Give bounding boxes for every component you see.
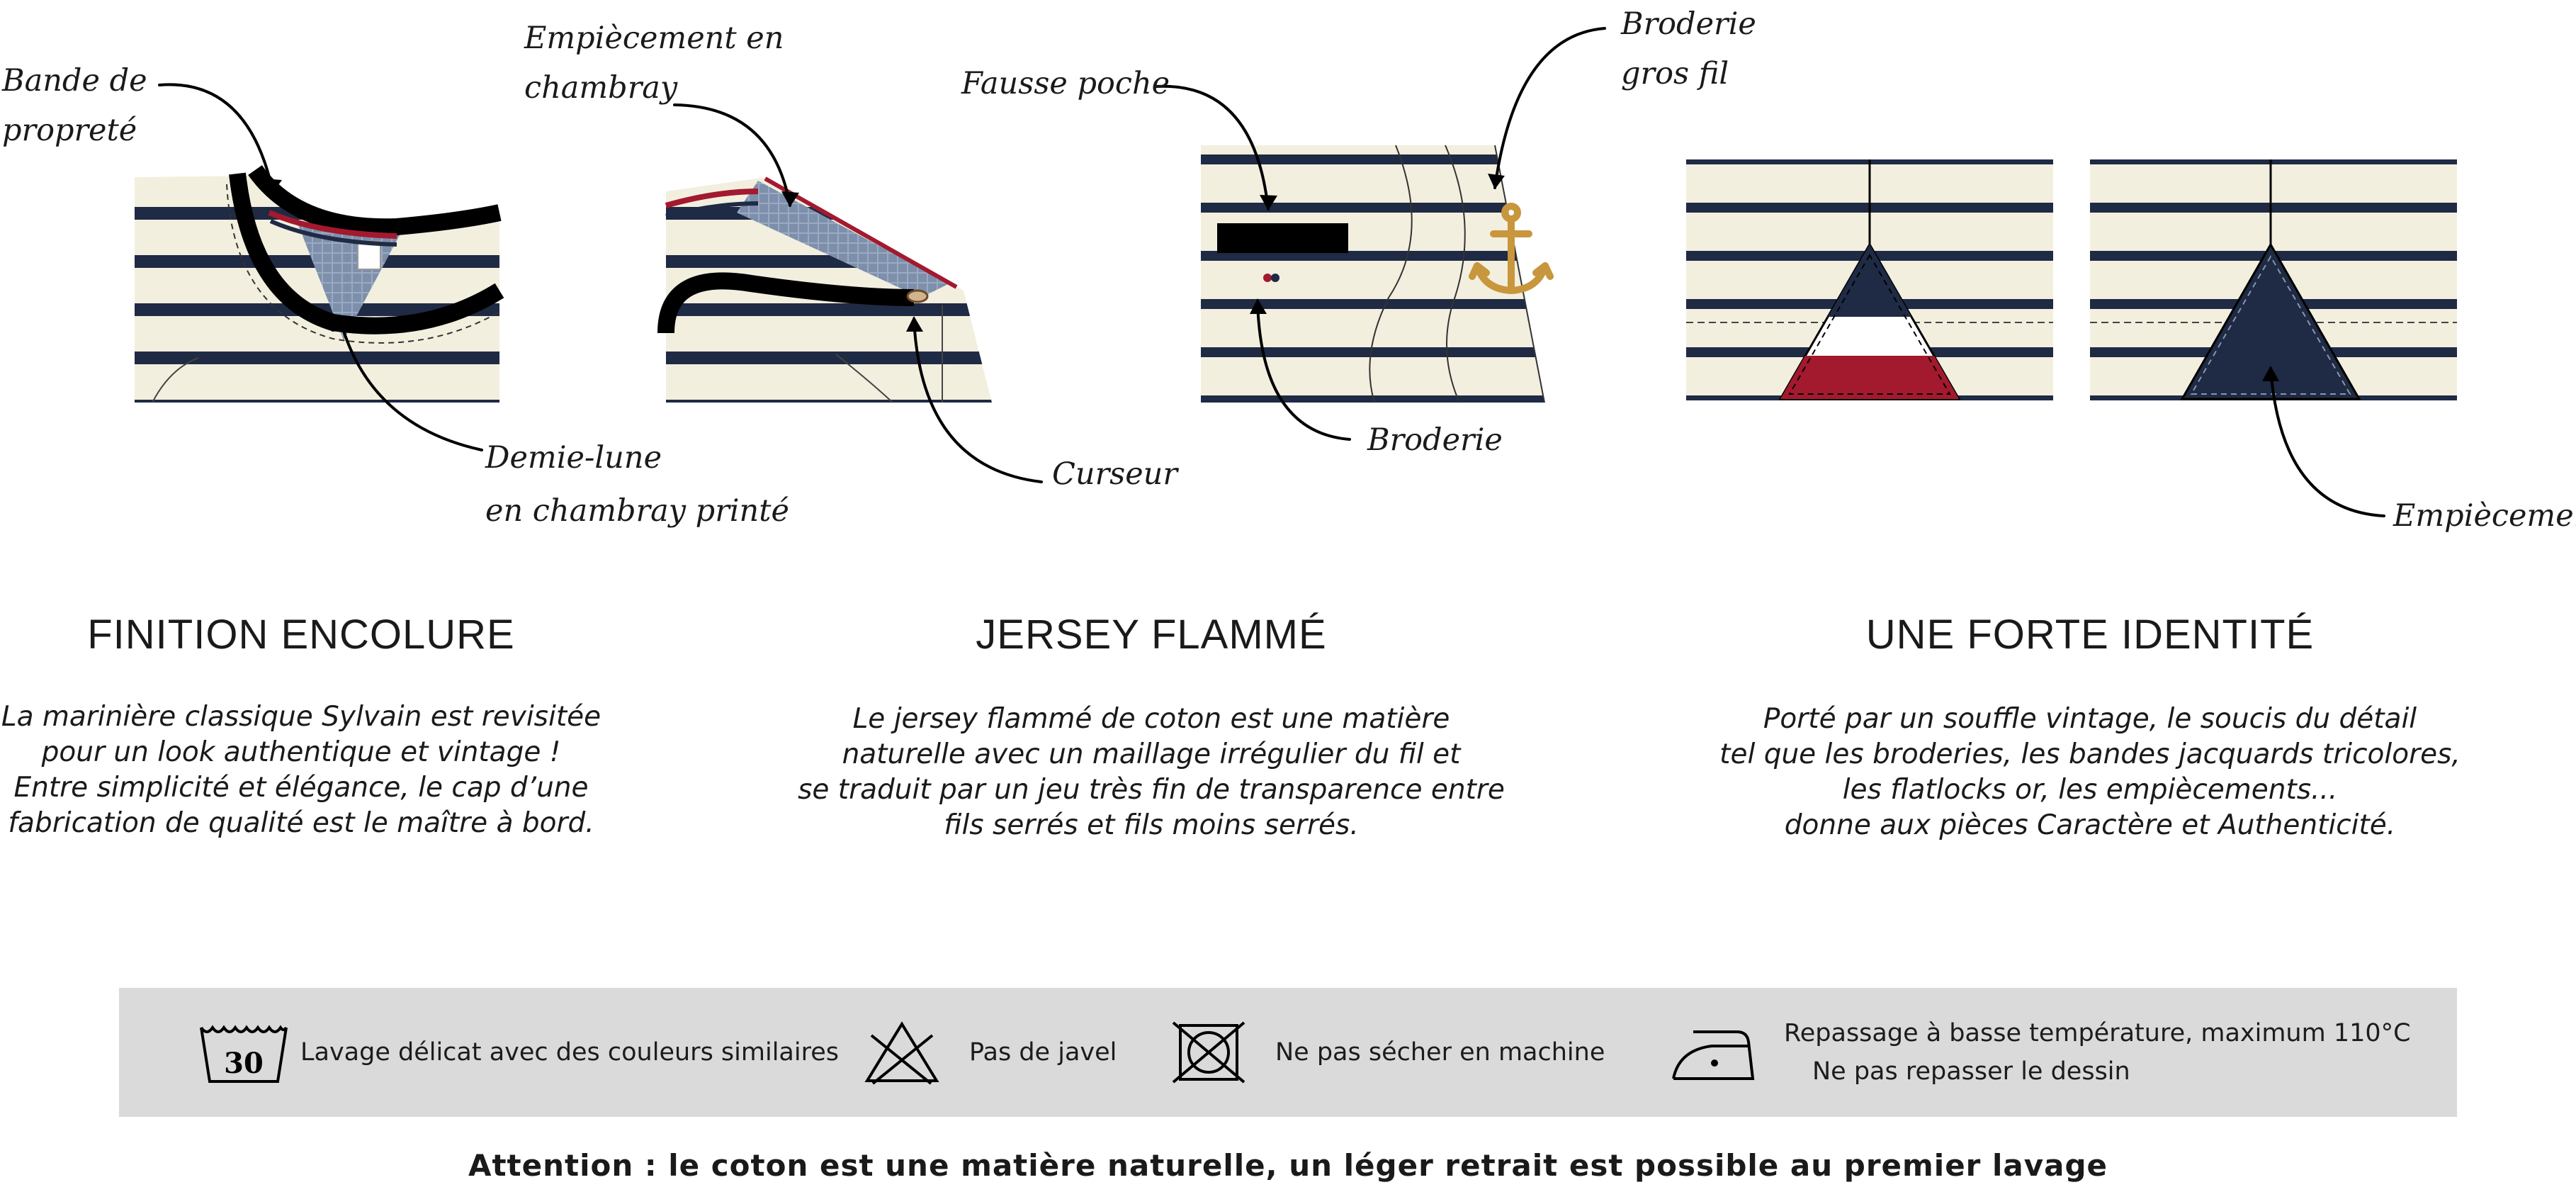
care-iron-label-1: Repassage à basse température, maximum 1… xyxy=(1784,1019,2411,1047)
description-line: pour un look authentique et vintage ! xyxy=(41,736,561,768)
description-line: tel que les broderies, les bandes jacqua… xyxy=(1719,738,2461,770)
tricolore-insert-illustration xyxy=(1686,159,2053,400)
description-line: fils serrés et fils moins serrés. xyxy=(944,809,1359,841)
section-description-forte-identite: Porté par un souffle vintage, le soucis … xyxy=(1714,702,2465,843)
section-title-finition-encolure: FINITION ENCOLURE xyxy=(87,612,515,658)
description-line: naturelle avec un maillage irrégulier du… xyxy=(842,738,1461,770)
shoulder-illustration xyxy=(657,176,992,403)
description-line: La marinière classique Sylvain est revis… xyxy=(1,701,601,733)
description-line: Porté par un souffle vintage, le soucis … xyxy=(1763,703,2417,735)
care-instructions-bar: 30 Lavage délicat avec des couleurs simi… xyxy=(119,988,2457,1117)
anchor-icon xyxy=(1469,203,1554,295)
wash-30-icon: 30 xyxy=(200,1025,288,1083)
section-description-finition-encolure: La marinière classique Sylvain est revis… xyxy=(0,699,602,841)
label-broderie-gros-fil: Broderie gros fil xyxy=(1620,6,1766,91)
care-item-dryer: Ne pas sécher en machine xyxy=(1170,988,1605,1117)
arrow-heads xyxy=(264,174,2279,381)
neckline-illustration xyxy=(135,164,504,403)
label-empiecement-chambray: Empiècement en chambray xyxy=(524,21,793,106)
care-iron-label-2: Ne pas repasser le dessin xyxy=(1812,1057,2130,1086)
description-line: se traduit par un jeu très fin de transp… xyxy=(798,774,1505,806)
label-bande-de-proprete: Bande de propreté xyxy=(1,63,157,148)
attention-note: Attention : le coton est une matière nat… xyxy=(468,1148,2108,1183)
care-bleach-label: Pas de javel xyxy=(969,1038,1117,1067)
navy-insert-illustration xyxy=(2090,159,2457,400)
care-iron-labels: Repassage à basse température, maximum 1… xyxy=(1784,1014,2411,1091)
label-broderie: Broderie xyxy=(1367,422,1503,458)
label-curseur: Curseur xyxy=(1052,456,1179,492)
no-bleach-icon xyxy=(864,1021,939,1085)
no-tumble-dry-icon xyxy=(1172,1021,1245,1084)
svg-text:30: 30 xyxy=(224,1047,264,1080)
description-line: donne aux pièces Caractère et Authentici… xyxy=(1784,809,2396,841)
description-line: Le jersey flammé de coton est une matièr… xyxy=(852,703,1450,735)
description-line: fabrication de qualité est le maître à b… xyxy=(8,807,594,839)
care-item-bleach: Pas de javel xyxy=(863,988,1117,1117)
care-item-wash: 30 Lavage délicat avec des couleurs simi… xyxy=(198,988,839,1117)
section-title-jersey-flamme: JERSEY FLAMMÉ xyxy=(976,612,1327,658)
low-iron-icon xyxy=(1672,1030,1755,1080)
section-title-forte-identite: UNE FORTE IDENTITÉ xyxy=(1865,612,2315,658)
body-illustration xyxy=(1201,145,1554,403)
label-empiecements: Empiècements xyxy=(2393,498,2576,534)
label-demie-lune: Demie-lune en chambray printé xyxy=(485,440,789,529)
description-line: les flatlocks or, les empiècements... xyxy=(1842,774,2338,806)
label-fausse-poche: Fausse poche xyxy=(961,66,1170,101)
section-description-jersey-flamme: Le jersey flammé de coton est une matièr… xyxy=(779,702,1523,843)
care-wash-label: Lavage délicat avec des couleurs similai… xyxy=(300,1038,839,1067)
leader-lines xyxy=(158,27,2385,517)
fake-pocket xyxy=(1217,223,1348,253)
illustration-canvas: Bande de propreté Empiècement en chambra… xyxy=(1,6,2576,534)
care-item-iron: Repassage à basse température, maximum 1… xyxy=(1669,988,2411,1117)
description-line: Entre simplicité et élégance, le cap d’u… xyxy=(13,772,589,804)
care-dryer-label: Ne pas sécher en machine xyxy=(1275,1038,1605,1067)
